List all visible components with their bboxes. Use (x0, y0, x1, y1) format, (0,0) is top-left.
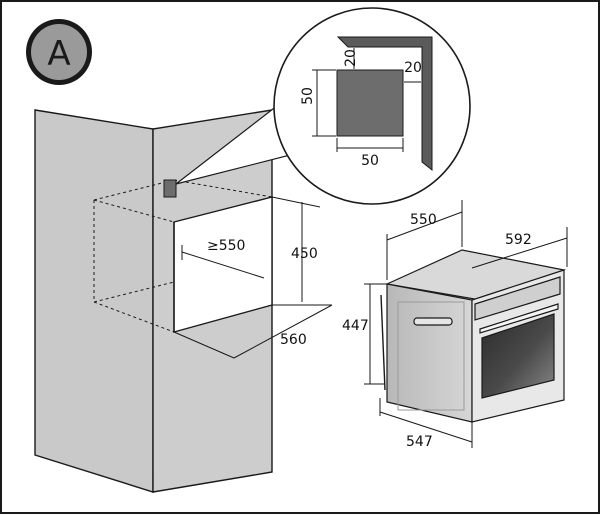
dim-oven-height: 447 (342, 318, 369, 334)
vent-square (336, 69, 404, 137)
dim-cabinet-opening-height: 450 (291, 246, 318, 262)
dim-cabinet-depth-min: ≥550 (207, 238, 245, 254)
dim-oven-body-width: 547 (406, 434, 433, 450)
dim-vent-offset-top: 20 (343, 49, 359, 67)
dim-vent-height: 50 (300, 87, 316, 105)
dim-vent-offset-side: 20 (404, 60, 422, 76)
dim-oven-width: 592 (505, 232, 532, 248)
dim-cabinet-opening-width: 560 (280, 332, 307, 348)
dim-vent-width: 50 (361, 153, 379, 169)
oven-dimension-lines (364, 200, 568, 448)
cabinet-vent (163, 179, 177, 198)
oven-back-edge (380, 294, 386, 391)
cabinet-left-panel (34, 109, 154, 493)
vent-detail-dimension-lines (312, 48, 421, 152)
oven-window (481, 313, 555, 399)
figure-badge: A (26, 19, 92, 85)
cabinet-unit (34, 109, 273, 493)
cabinet-dimension-lines (173, 196, 333, 359)
cabinet-niche-outline (93, 179, 273, 333)
oven-unit (384, 249, 566, 423)
badge-label: A (47, 34, 70, 74)
vent-detail-bubble (175, 7, 471, 205)
dim-oven-depth: 550 (410, 212, 437, 228)
